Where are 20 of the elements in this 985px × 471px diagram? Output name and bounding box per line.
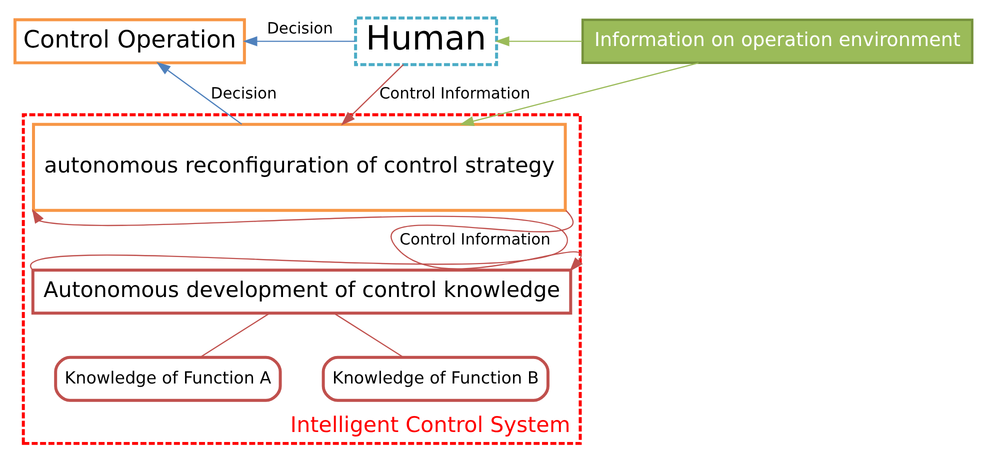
- node-box: Human: [354, 16, 498, 66]
- arrow: [459, 62, 698, 126]
- arrow: [156, 62, 242, 125]
- node-box: Knowledge of Function A: [54, 356, 282, 402]
- edge-label: Decision: [266, 19, 333, 38]
- node-box: Knowledge of Function B: [321, 356, 549, 402]
- edge-label: Decision: [210, 84, 276, 103]
- arrow: [242, 36, 355, 46]
- node-box: Information on operation environment: [580, 18, 973, 64]
- edge-label: Control Information: [399, 230, 550, 248]
- node-box: autonomous reconfiguration of control strategy: [32, 122, 566, 212]
- arrow: [31, 208, 568, 270]
- edge-label: Control Information: [378, 84, 530, 103]
- arrow: [390, 210, 582, 272]
- connector: [199, 312, 270, 358]
- node-box: Autonomous development of control knowledge: [30, 268, 572, 315]
- arrow: [340, 64, 404, 126]
- node-box: Control Operation: [12, 18, 246, 64]
- connector: [333, 312, 404, 358]
- arrow: [494, 36, 582, 46]
